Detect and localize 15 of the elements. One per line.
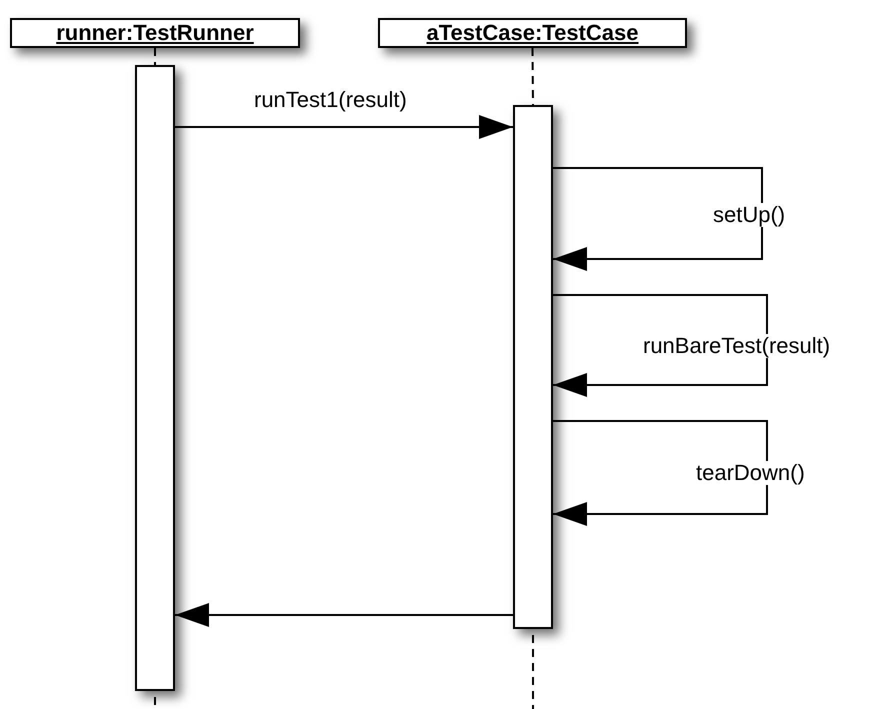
- edge-label: runBareTest(result): [642, 334, 832, 358]
- activation-bar: [513, 105, 553, 629]
- lifeline: [154, 48, 156, 65]
- edge-label: runTest1(result): [253, 88, 408, 112]
- self-call-arrow: [553, 420, 768, 526]
- message-arrow: [175, 603, 513, 627]
- lifeline: [532, 48, 534, 106]
- self-call-arrow: [553, 167, 763, 271]
- activation-bar: [135, 65, 175, 691]
- self-call-arrow: [553, 294, 768, 397]
- message-arrow: [175, 115, 513, 139]
- edge-label: tearDown(): [695, 461, 806, 485]
- object-box: runner:TestRunner: [10, 18, 300, 48]
- edge-label: setUp(): [712, 203, 786, 227]
- object-box: aTestCase:TestCase: [378, 18, 687, 48]
